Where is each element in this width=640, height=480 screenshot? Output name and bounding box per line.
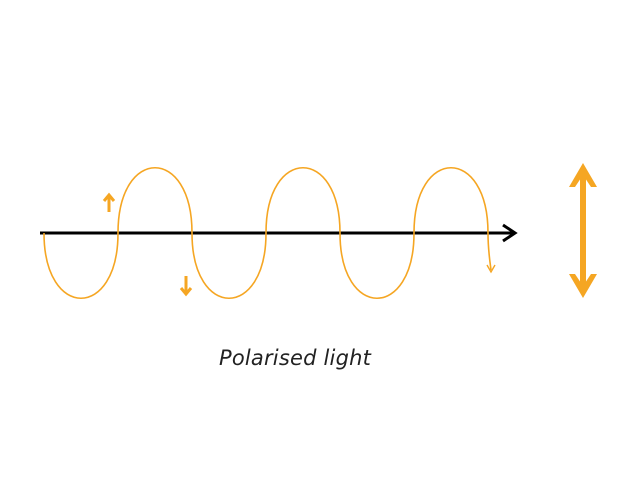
diagram-caption: Polarised light bbox=[218, 346, 372, 370]
small-up-arrow-icon bbox=[102, 192, 116, 212]
small-down-arrow-icon bbox=[179, 276, 193, 297]
right-arrow-icon bbox=[502, 223, 518, 243]
vertical-double-arrow-icon bbox=[569, 163, 597, 298]
light-wave bbox=[43, 166, 492, 300]
wave-end-arrowhead-icon bbox=[486, 264, 496, 274]
propagation-axis bbox=[40, 223, 518, 243]
